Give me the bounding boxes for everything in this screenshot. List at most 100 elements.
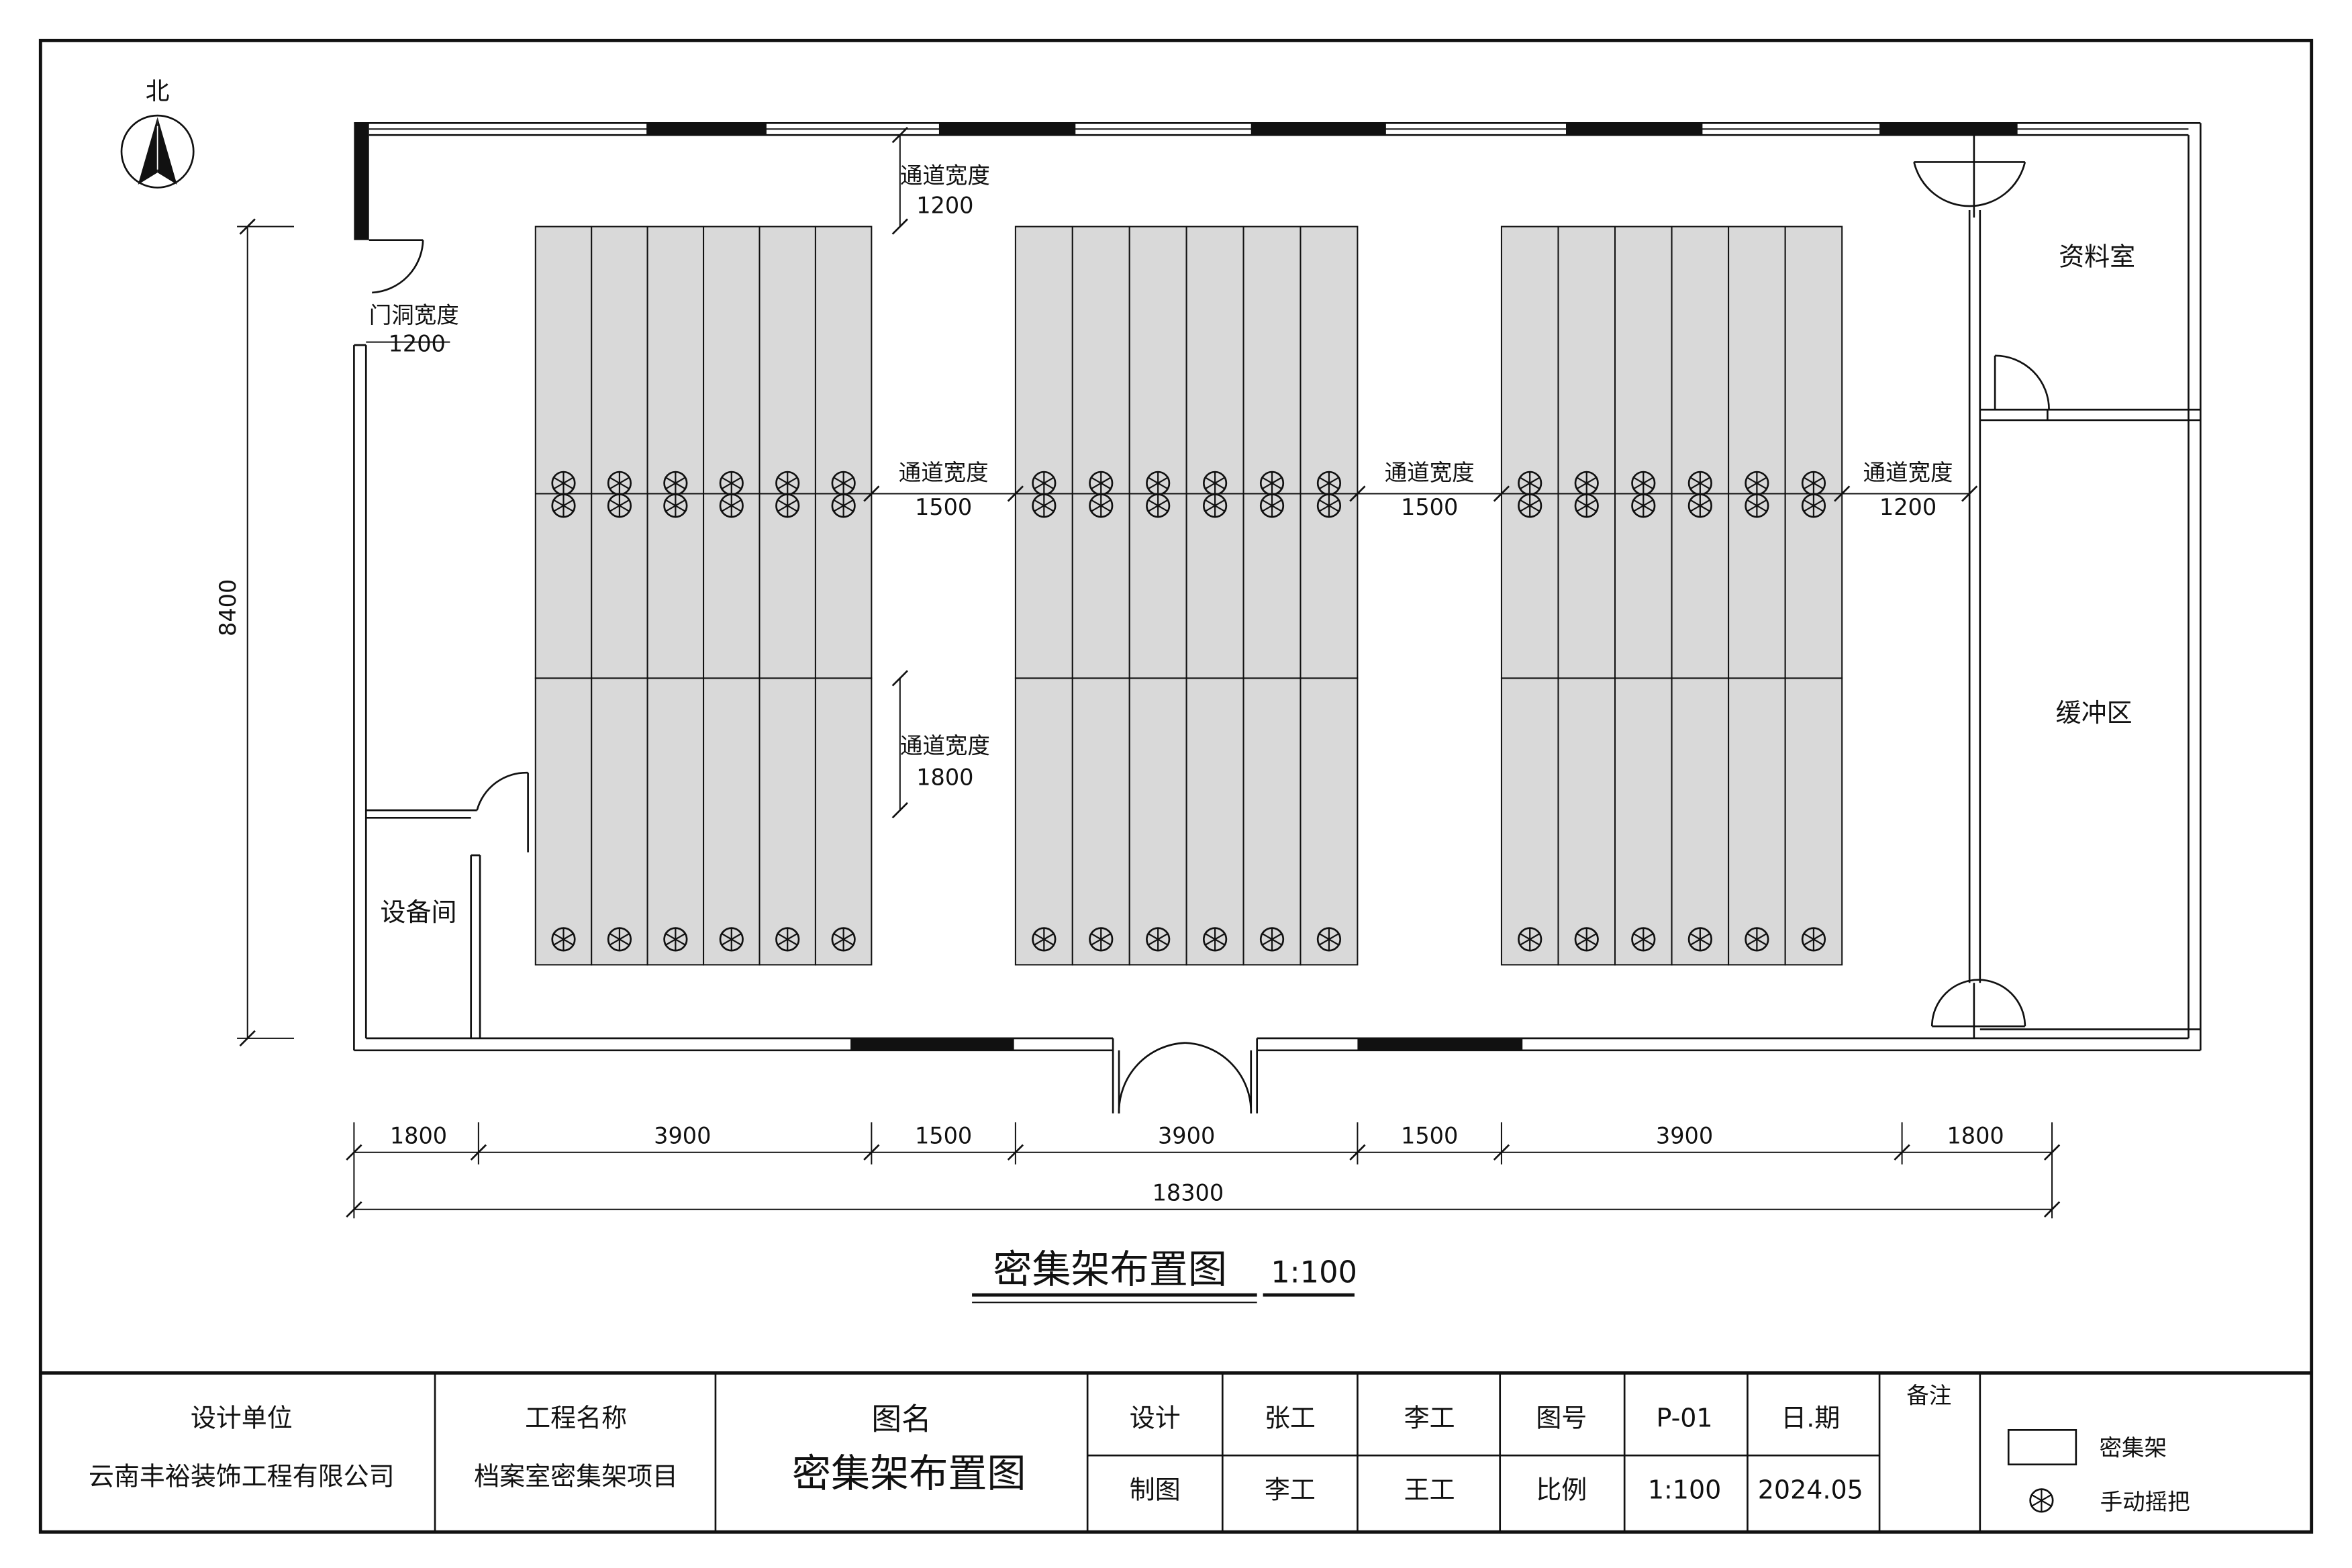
- mobile-shelf-unit: [1500, 677, 1559, 966]
- design-name-1: 张工: [1265, 1403, 1316, 1432]
- date-value: 2024.05: [1758, 1475, 1863, 1505]
- mobile-shelf-unit: [1784, 226, 1843, 679]
- design-label: 设计: [1130, 1403, 1181, 1432]
- hand-crank-icon: [1518, 493, 1542, 518]
- hand-crank-icon: [831, 927, 856, 952]
- hand-crank-icon: [1032, 927, 1057, 952]
- door-opening-value: 1200: [389, 330, 446, 356]
- project-name-value: 档案室密集架项目: [474, 1462, 678, 1491]
- archive-room-door: [1913, 135, 2026, 218]
- hand-crank-icon: [1687, 493, 1712, 518]
- mobile-shelf-unit: [1128, 226, 1187, 679]
- drawing-title: 密集架布置图: [993, 1246, 1227, 1292]
- date-label: 日.期: [1781, 1403, 1840, 1432]
- mobile-shelf-unit: [1014, 677, 1073, 966]
- hand-crank-icon: [775, 927, 800, 952]
- dimension-segment: 3900: [1158, 1123, 1215, 1149]
- hand-crank-icon: [1032, 471, 1057, 495]
- hand-crank-icon: [1574, 927, 1599, 952]
- drawing-scale: 1:100: [1271, 1255, 1357, 1290]
- wall-solid: [938, 123, 1076, 136]
- mobile-shelf-unit: [1784, 677, 1843, 966]
- legend-shelf-label: 密集架: [2099, 1435, 2167, 1461]
- hand-crank-icon: [663, 927, 688, 952]
- hand-crank-icon: [719, 493, 744, 518]
- hand-crank-icon: [1631, 927, 1656, 952]
- hand-crank-icon: [1259, 493, 1285, 518]
- hand-crank-icon: [1089, 927, 1114, 952]
- drawing-no-value: P-01: [1657, 1403, 1713, 1432]
- mobile-shelf-unit: [1728, 226, 1786, 679]
- hand-crank-icon: [1146, 471, 1171, 495]
- height-dimension: [237, 218, 294, 1047]
- dimension-segment: 1500: [915, 1123, 972, 1149]
- hand-crank-icon: [831, 471, 856, 495]
- drawing-border: [38, 38, 2314, 1534]
- mobile-shelf-unit: [1128, 677, 1187, 966]
- drawing-name-label: 图名: [871, 1402, 931, 1437]
- hand-crank-icon: [1801, 927, 1826, 952]
- hand-crank-icon: [831, 493, 856, 518]
- dimension-segment: 1800: [1947, 1123, 2004, 1149]
- aisle-1-2-label: 通道宽度: [899, 460, 989, 486]
- wall-solid: [646, 123, 767, 136]
- mobile-shelf-unit: [591, 226, 648, 679]
- mobile-shelf-unit: [1728, 677, 1786, 966]
- hand-crank-icon: [1518, 927, 1542, 952]
- archive-inner-door: [1994, 354, 2050, 410]
- hand-crank-icon: [1801, 471, 1826, 495]
- mobile-shelf-unit: [534, 226, 593, 679]
- shelf-group-2: [1014, 226, 1359, 966]
- top-aisle-dimension: [891, 127, 908, 235]
- wall-solid: [1566, 123, 1703, 136]
- wall-solid: [850, 1038, 1014, 1050]
- hand-crank-icon: [1259, 927, 1285, 952]
- top-aisle-label: 通道宽度: [900, 162, 990, 189]
- hand-crank-icon: [1203, 493, 1228, 518]
- hand-crank-icon: [1146, 927, 1171, 952]
- main-entrance-door: [1112, 1038, 1259, 1114]
- mobile-shelf-unit: [1557, 226, 1616, 679]
- hand-crank-icon: [1146, 493, 1171, 518]
- mobile-shelf-unit: [591, 677, 648, 966]
- design-unit-label: 设计单位: [191, 1403, 293, 1432]
- design-unit-value: 云南丰裕装饰工程有限公司: [89, 1462, 395, 1491]
- hand-crank-icon: [607, 493, 632, 518]
- mobile-shelf-unit: [1500, 226, 1559, 679]
- mobile-shelf-unit: [1071, 677, 1130, 966]
- height-dimension-value: 8400: [215, 579, 241, 636]
- drawing-name-value: 密集架布置图: [792, 1451, 1026, 1496]
- mobile-shelf-unit: [814, 226, 873, 679]
- mobile-shelf-unit: [1185, 677, 1244, 966]
- overall-width-dimension: [346, 1201, 2061, 1218]
- mobile-shelf-unit: [1242, 226, 1302, 679]
- buffer-room-door: [1930, 979, 2026, 1038]
- hand-crank-icon: [663, 493, 688, 518]
- mobile-shelf-unit: [703, 677, 761, 966]
- building-walls: [353, 121, 2202, 1114]
- mobile-shelf-unit: [646, 677, 705, 966]
- hand-crank-icon: [1574, 493, 1599, 518]
- hand-crank-icon: [551, 927, 576, 952]
- hand-crank-icon: [1745, 927, 1769, 952]
- top-aisle-value: 1200: [916, 193, 973, 219]
- hand-crank-icon: [607, 927, 632, 952]
- door-swing: [369, 239, 424, 294]
- wall-solid: [1879, 123, 2018, 136]
- hand-crank-icon: [1089, 493, 1114, 518]
- mobile-shelf-unit: [1242, 677, 1302, 966]
- hand-crank-icon: [1203, 927, 1228, 952]
- bottom-dimension-chain: [346, 1122, 2061, 1219]
- room-label-equipment: 设备间: [381, 897, 457, 927]
- hand-crank-icon: [1316, 493, 1342, 518]
- hand-crank-icon: [719, 927, 744, 952]
- dimension-segment: 3900: [1656, 1123, 1713, 1149]
- north-label: 北: [146, 78, 170, 105]
- hand-crank-icon: [1801, 493, 1826, 518]
- aisle-dimension-ticks: [863, 485, 1978, 502]
- drawing-no-label: 图号: [1536, 1403, 1587, 1432]
- hand-crank-icon: [1687, 927, 1712, 952]
- mobile-shelf-unit: [703, 226, 761, 679]
- remarks-label: 备注: [1906, 1382, 1951, 1408]
- hand-crank-icon: [551, 493, 576, 518]
